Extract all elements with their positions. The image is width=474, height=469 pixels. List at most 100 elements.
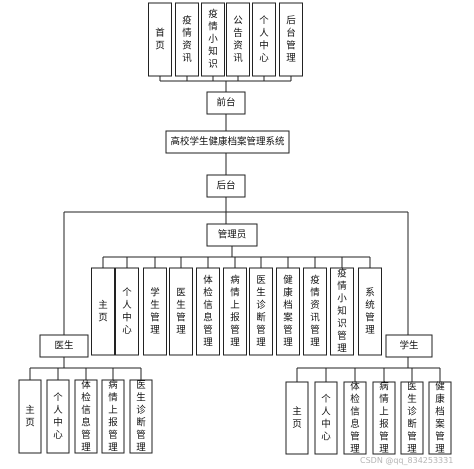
admin-module-4-frame — [169, 267, 193, 356]
doctor-module-4-frame — [101, 379, 125, 454]
diagram-nodes: 首页疫情资讯疫情小知识公告资讯个人中心后台管理前台高校学生健康档案管理系统后台管… — [18, 2, 452, 455]
backend-node-frame — [206, 174, 246, 198]
doctor-module-1: 主页 — [18, 379, 42, 454]
admin-module-9-label: 疫情资讯管理 — [310, 274, 320, 349]
admin-module-10: 疫情小知识管理 — [330, 267, 354, 356]
student-module-2-label: 个人中心 — [321, 394, 331, 443]
admin-module-8: 健康档案管理 — [276, 267, 300, 356]
admin-module-4-label: 医生管理 — [176, 287, 186, 336]
student-module-5-label: 医生诊断管理 — [407, 381, 417, 455]
admin-module-5-frame — [196, 267, 220, 356]
doctor-module-4-label: 病情上报管理 — [108, 379, 118, 454]
admin-module-4: 医生管理 — [169, 267, 193, 356]
front-module-6: 后台管理 — [279, 2, 303, 77]
student-module-3: 体检信息管理 — [343, 380, 367, 455]
frontdesk-node: 前台 — [206, 91, 246, 115]
admin-module-5-label: 体检信息管理 — [203, 274, 213, 349]
front-module-3-label: 疫情小知识 — [208, 8, 218, 70]
system-node: 高校学生健康档案管理系统 — [165, 130, 290, 154]
admin-module-8-frame — [276, 267, 300, 356]
student-module-6-frame — [428, 381, 452, 455]
admin-module-2-frame — [115, 267, 139, 356]
student-module-4-label: 病情上报管理 — [379, 380, 389, 455]
admin-module-11-label: 系统管理 — [365, 287, 375, 336]
admin-module-6-frame — [223, 267, 247, 356]
front-module-6-frame — [279, 2, 303, 77]
front-module-3-frame — [201, 2, 225, 77]
front-module-5-frame — [252, 2, 276, 77]
doctor-module-2-frame — [46, 379, 70, 454]
admin-node-frame — [206, 223, 258, 247]
admin-module-7-label: 医生诊断管理 — [256, 275, 266, 349]
doctor-node: 医生 — [39, 334, 89, 358]
student-module-5: 医生诊断管理 — [400, 381, 424, 455]
student-node-frame — [385, 334, 433, 358]
doctor-module-3-frame — [74, 379, 98, 454]
admin-module-1: 主页 — [91, 267, 115, 356]
frontdesk-node-label: 前台 — [216, 97, 235, 109]
system-node-label: 高校学生健康档案管理系统 — [170, 136, 285, 148]
admin-module-6-label: 病情上报管理 — [230, 274, 240, 349]
student-module-5-frame — [400, 381, 424, 455]
front-module-1-frame — [148, 2, 172, 77]
student-module-3-frame — [343, 381, 367, 455]
student-module-6: 健康档案管理 — [428, 380, 452, 455]
system-node-frame — [165, 130, 290, 154]
backend-node: 后台 — [206, 174, 246, 198]
frontdesk-node-frame — [206, 91, 246, 115]
front-module-4-label: 公告资讯 — [233, 15, 243, 64]
admin-module-1-label: 主页 — [98, 299, 108, 324]
doctor-module-4: 病情上报管理 — [101, 379, 125, 454]
admin-module-6: 病情上报管理 — [223, 267, 247, 356]
student-node: 学生 — [385, 334, 433, 358]
backend-node-label: 后台 — [216, 180, 235, 192]
doctor-module-3-label: 体检信息管理 — [81, 379, 91, 454]
admin-module-3-label: 学生管理 — [150, 286, 160, 336]
student-module-2-frame — [314, 381, 338, 455]
admin-module-10-frame — [330, 267, 354, 356]
front-module-4-frame — [226, 2, 250, 77]
student-node-label: 学生 — [399, 340, 419, 352]
doctor-module-2-label: 个人中心 — [53, 392, 63, 441]
admin-module-9-frame — [303, 267, 327, 356]
student-module-1-label: 主页 — [292, 405, 302, 430]
doctor-module-5: 医生诊断管理 — [129, 379, 153, 454]
front-module-5: 个人中心 — [252, 2, 276, 77]
admin-node: 管理员 — [206, 223, 258, 247]
doctor-module-3: 体检信息管理 — [74, 379, 98, 454]
admin-module-8-label: 健康档案管理 — [283, 274, 293, 349]
admin-module-2-label: 个人中心 — [122, 287, 132, 336]
doctor-node-label: 医生 — [54, 340, 74, 352]
doctor-module-2: 个人中心 — [46, 379, 70, 454]
admin-node-label: 管理员 — [218, 229, 247, 241]
front-module-5-label: 个人中心 — [259, 15, 269, 64]
admin-module-3-frame — [143, 267, 167, 356]
admin-module-9: 疫情资讯管理 — [303, 267, 327, 356]
connector-lines — [29, 76, 441, 382]
student-module-2: 个人中心 — [314, 381, 338, 455]
front-module-2-label: 疫情资讯 — [182, 14, 192, 64]
admin-module-3: 学生管理 — [143, 267, 167, 356]
front-module-2-frame — [175, 2, 199, 77]
student-module-3-label: 体检信息管理 — [350, 380, 360, 455]
student-module-1-frame — [285, 381, 309, 455]
front-module-3: 疫情小知识 — [201, 2, 225, 77]
admin-module-11: 系统管理 — [358, 267, 382, 356]
front-module-2: 疫情资讯 — [175, 2, 199, 77]
front-module-1: 首页 — [148, 2, 172, 77]
doctor-module-1-frame — [18, 379, 42, 454]
front-module-4: 公告资讯 — [226, 2, 250, 77]
student-module-1: 主页 — [285, 381, 309, 455]
doctor-module-1-label: 主页 — [25, 404, 35, 429]
front-module-6-label: 后台管理 — [286, 15, 296, 64]
watermark: CSDN @qq_834253331 — [360, 456, 453, 465]
admin-module-7-frame — [249, 267, 273, 356]
admin-module-1-frame — [91, 267, 115, 356]
doctor-node-frame — [39, 334, 89, 358]
front-module-1-label: 首页 — [155, 27, 165, 52]
student-module-4-frame — [372, 381, 396, 455]
admin-module-5: 体检信息管理 — [196, 267, 220, 356]
doctor-module-5-frame — [129, 379, 153, 454]
student-module-4: 病情上报管理 — [372, 380, 396, 455]
